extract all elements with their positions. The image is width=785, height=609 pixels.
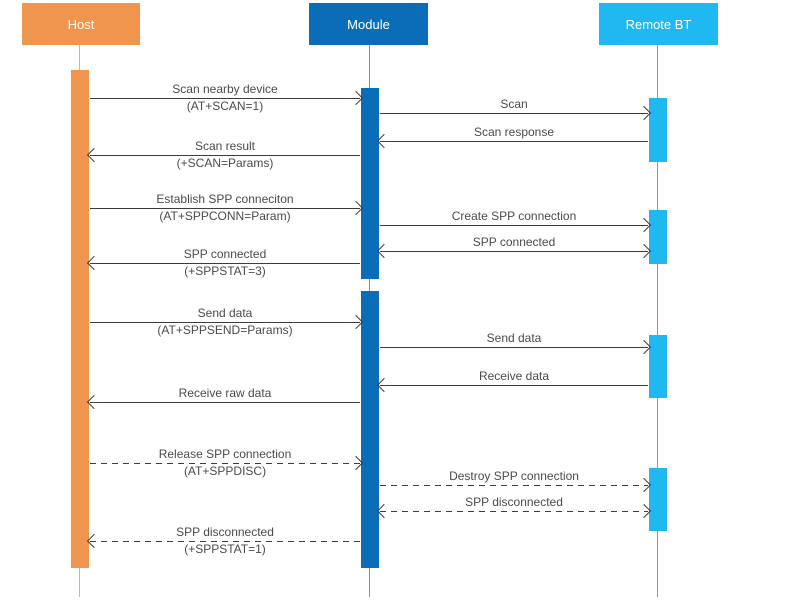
actor-host-label: Host <box>67 16 95 32</box>
message-sublabel: (+SPPSTAT=1) <box>184 542 266 556</box>
actor-remote-bt-label: Remote BT <box>625 16 692 32</box>
message-scan-nearby-device: Scan nearby device (AT+SCAN=1) <box>90 82 364 115</box>
message-label: Destroy SPP connection <box>449 469 579 483</box>
message-establish-spp-connection: Establish SPP conneciton (AT+SPPCONN=Par… <box>90 192 364 225</box>
message-destroy-spp-connection: Destroy SPP connection <box>380 469 652 493</box>
message-create-spp-connection: Create SPP connection <box>380 209 652 233</box>
actor-host: Host <box>22 3 140 45</box>
message-spp-connected-to-host: SPP connected (+SPPSTAT=3) <box>86 247 360 280</box>
message-sublabel: (AT+SCAN=1) <box>186 99 264 113</box>
message-sublabel: (+SPPSTAT=3) <box>184 264 266 278</box>
message-scan-result: Scan result (+SCAN=Params) <box>86 139 360 172</box>
actor-module-label: Module <box>347 16 390 32</box>
message-label: SPP connected <box>183 247 267 261</box>
message-label: SPP disconnected <box>176 525 274 539</box>
message-label: Send data <box>197 306 253 320</box>
arrow-line <box>376 133 648 149</box>
lifeline-remote <box>657 45 658 597</box>
message-label: Establish SPP conneciton <box>156 192 294 206</box>
arrow-line <box>380 217 652 233</box>
message-label: Scan nearby device <box>172 82 278 96</box>
arrow-line <box>90 90 364 106</box>
message-send-data-host: Send data (AT+SPPSEND=Params) <box>90 306 364 339</box>
activation-bar-remote-4 <box>649 468 667 531</box>
arrow-line <box>376 243 652 259</box>
activation-bar-remote-2 <box>649 210 667 264</box>
message-scan-response: Scan response <box>376 125 648 149</box>
message-label: Release SPP connection <box>158 447 292 461</box>
arrow-line-dashed <box>90 455 364 471</box>
message-label: Scan result <box>194 139 256 153</box>
arrow-line <box>376 377 648 393</box>
message-scan: Scan <box>380 97 652 121</box>
message-receive-raw-data: Receive raw data <box>86 386 360 410</box>
message-sublabel: (AT+SPPSEND=Params) <box>157 323 293 337</box>
arrow-line <box>90 314 364 330</box>
message-sublabel: (+SCAN=Params) <box>176 156 274 170</box>
message-label: Create SPP connection <box>451 209 577 223</box>
message-label: SPP disconnected <box>465 495 563 509</box>
message-label: Scan response <box>473 125 555 139</box>
activation-bar-remote-3 <box>649 335 667 398</box>
arrow-line-dashed <box>86 533 360 549</box>
message-spp-connected-remote: SPP connected <box>376 235 652 259</box>
activation-bar-module-2 <box>361 291 379 568</box>
actor-remote-bt: Remote BT <box>599 3 718 45</box>
message-sublabel: (AT+SPPCONN=Param) <box>159 209 291 223</box>
message-send-data-remote: Send data <box>380 331 652 355</box>
actor-module: Module <box>309 3 428 45</box>
arrow-line <box>380 105 652 121</box>
message-sublabel: (AT+SPPDISC) <box>183 464 267 478</box>
message-label: Receive raw data <box>178 386 272 400</box>
activation-bar-remote-1 <box>649 98 667 162</box>
message-label: Scan <box>500 97 528 111</box>
arrow-line <box>86 394 360 410</box>
arrow-line <box>86 255 360 271</box>
message-spp-disconnected-remote: SPP disconnected <box>376 495 652 519</box>
message-release-spp-connection: Release SPP connection (AT+SPPDISC) <box>90 447 364 480</box>
activation-bar-module-1 <box>361 88 379 279</box>
arrow-line <box>86 147 360 163</box>
message-spp-disconnected-to-host: SPP disconnected (+SPPSTAT=1) <box>86 525 360 558</box>
message-label: Send data <box>486 331 542 345</box>
arrow-line-dashed <box>380 477 652 493</box>
message-receive-data: Receive data <box>376 369 648 393</box>
message-label: SPP connected <box>472 235 556 249</box>
message-label: Receive data <box>478 369 550 383</box>
arrow-line <box>90 200 364 216</box>
arrow-line-dashed <box>376 503 652 519</box>
activation-bar-host <box>71 70 89 568</box>
arrow-line <box>380 339 652 355</box>
